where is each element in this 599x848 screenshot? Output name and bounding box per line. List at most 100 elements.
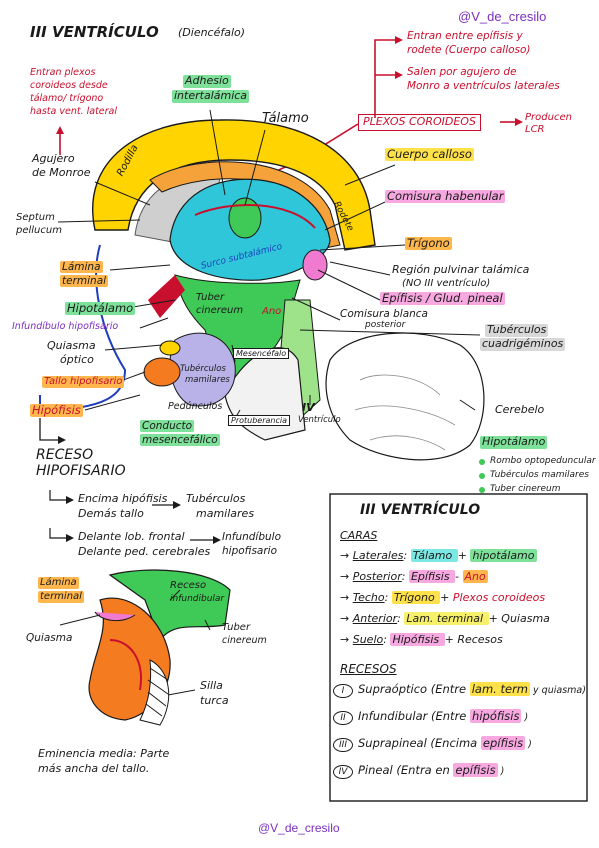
label-mamilares-2: mamilares bbox=[185, 375, 230, 385]
label-comisura-habenular: Comisura habenular bbox=[385, 189, 506, 204]
cara-part: - bbox=[455, 570, 463, 583]
label-adhesio-2: intertalámica bbox=[172, 89, 250, 103]
arrow-right-icon: → bbox=[340, 549, 353, 562]
label-cuadrigeminos-1: Tubérculos bbox=[485, 323, 549, 337]
label-mesencefalo: Mesencéfalo bbox=[233, 348, 290, 360]
receso-title-2: HIPOFISARIO bbox=[36, 463, 126, 479]
receso-row: I Supraóptico (Entre lam. term y quiasma) bbox=[333, 682, 586, 699]
cara-name: Techo bbox=[352, 591, 385, 604]
left-note-2: coroideos desde bbox=[30, 80, 108, 91]
cara-part: Lam. terminal bbox=[404, 612, 489, 625]
receso-row: III Suprapineal (Encima epífisis ) bbox=[333, 736, 532, 753]
left-note-1: Entran plexos bbox=[30, 67, 96, 78]
bottom-lamina-2: terminal bbox=[38, 591, 84, 603]
cara-row: → Posterior: Epífisis - Ano bbox=[340, 570, 488, 583]
bottom-tuber-1: Tuber bbox=[222, 622, 251, 633]
bottom-silla-2: turca bbox=[200, 694, 229, 707]
receso-text: Infundibular (Entre bbox=[358, 709, 471, 723]
label-septum-1: Septum bbox=[16, 212, 55, 223]
receso-number-badge: II bbox=[333, 711, 353, 726]
receso-number-badge: III bbox=[333, 738, 353, 753]
label-agujero-2: de Monroe bbox=[32, 166, 91, 179]
credit-top: @V_de_cresilo bbox=[458, 9, 547, 24]
label-cuadrigeminos-2: cuadrigéminos bbox=[480, 337, 566, 351]
left-note-4: hasta vent. lateral bbox=[30, 106, 118, 117]
brain-sagittal-section bbox=[39, 119, 485, 461]
bottom-lamina-1: Lámina bbox=[38, 577, 79, 589]
page-title: III VENTRÍCULO bbox=[30, 23, 159, 41]
bottom-receso-1: Receso bbox=[170, 580, 207, 591]
cara-part: Recesos bbox=[457, 633, 503, 646]
cara-name: Anterior bbox=[352, 612, 398, 625]
cara-name: Posterior bbox=[352, 570, 402, 583]
plexos-enter-2: rodete (Cuerpo calloso) bbox=[407, 44, 531, 56]
receso-row2-right-2: hipofisario bbox=[222, 545, 278, 557]
receso-highlight: epífisis bbox=[453, 763, 498, 777]
receso-highlight: lam. term bbox=[469, 682, 531, 696]
page-title-sub: (Diencéfalo) bbox=[178, 26, 246, 39]
label-pulvinar-1: Región pulvinar talámica bbox=[392, 263, 530, 276]
plexos-exit-2: Monro a ventrículos laterales bbox=[407, 80, 560, 92]
legend-item-1: Rombo optopeduncular bbox=[490, 456, 596, 466]
label-comisura-blanca-1: Comisura blanca bbox=[340, 308, 428, 320]
cara-row: → Techo: Trígono + Plexos coroideos bbox=[340, 591, 546, 604]
label-quiasma-1: Quiasma bbox=[47, 339, 96, 352]
label-epifisis: Epífisis / Glud. pineal bbox=[380, 291, 505, 306]
label-hipofisis: Hipófisis bbox=[30, 403, 83, 418]
cara-part: hipotálamo bbox=[470, 549, 537, 562]
cara-part: Trígono bbox=[391, 591, 441, 604]
plexos-enter-1: Entran entre epífisis y bbox=[407, 30, 523, 42]
cara-part: Plexos coroideos bbox=[452, 591, 546, 604]
label-lamina-1: Lámina bbox=[60, 261, 103, 274]
cara-part: + bbox=[444, 633, 458, 646]
label-tallo: Tallo hipofisario bbox=[42, 376, 125, 388]
label-pedunculos: Pedúnculos bbox=[168, 401, 223, 412]
bottom-silla-1: Silla bbox=[200, 679, 223, 692]
bottom-quiasma: Quiasma bbox=[26, 632, 73, 644]
receso-highlight: epífisis bbox=[480, 736, 526, 750]
cara-part: Quiasma bbox=[501, 612, 550, 625]
receso-row1-right-2: mamilares bbox=[196, 507, 255, 520]
cara-part: Tálamo bbox=[410, 549, 458, 562]
summary-title: III VENTRÍCULO bbox=[360, 502, 481, 518]
recesos-heading: RECESOS bbox=[340, 662, 397, 676]
cara-part: + bbox=[457, 549, 471, 562]
receso-row2-left-2: Delante ped. cerebrales bbox=[78, 545, 211, 558]
plexos-box: PLEXOS COROIDEOS bbox=[358, 114, 481, 131]
receso-row1-right-1: Tubérculos bbox=[186, 492, 246, 505]
label-ano: Ano bbox=[262, 306, 282, 317]
cara-part: + bbox=[440, 591, 453, 604]
label-conducto-2: mesencefálico bbox=[140, 434, 220, 447]
receso-row1-left-1: Encima hipófisis bbox=[78, 492, 168, 505]
cara-part: Epífisis bbox=[408, 570, 456, 583]
cara-name: Suelo bbox=[352, 633, 384, 646]
summary-box-border bbox=[329, 493, 588, 802]
receso-text: Supraóptico (Entre bbox=[358, 682, 470, 696]
receso-number-badge: I bbox=[333, 684, 353, 699]
receso-tail: ) bbox=[521, 712, 529, 723]
label-conducto-1: Conducto bbox=[140, 420, 195, 433]
receso-tail: y quiasma) bbox=[530, 685, 586, 696]
receso-text: Pineal (Entra en bbox=[358, 763, 454, 777]
label-hipotalamo: Hipotálamo bbox=[65, 301, 136, 316]
cara-part: Hipófisis bbox=[390, 633, 445, 646]
legend-item-2: Tubérculos mamilares bbox=[490, 470, 589, 480]
legend-hipotalamo-title: Hipotálamo bbox=[480, 435, 548, 449]
arrow-right-icon: → bbox=[340, 612, 353, 625]
legend-item-3: Tuber cinereum bbox=[490, 484, 561, 494]
label-agujero-1: Agujero bbox=[32, 152, 75, 165]
receso-number-badge: IV bbox=[333, 765, 353, 780]
label-comisura-blanca-2: posterior bbox=[365, 320, 406, 330]
cara-name: Laterales bbox=[352, 549, 404, 562]
label-tuber-1: Tuber bbox=[196, 292, 225, 303]
arrow-right-icon: → bbox=[340, 591, 353, 604]
label-cerebelo: Cerebelo bbox=[495, 403, 545, 416]
receso-text: Suprapineal (Encima bbox=[358, 736, 481, 750]
arrow-right-icon: → bbox=[340, 570, 353, 583]
receso-tail: ) bbox=[525, 739, 532, 750]
label-pulvinar-2: (NO III ventrículo) bbox=[402, 278, 491, 289]
label-lamina-2: terminal bbox=[60, 275, 109, 288]
